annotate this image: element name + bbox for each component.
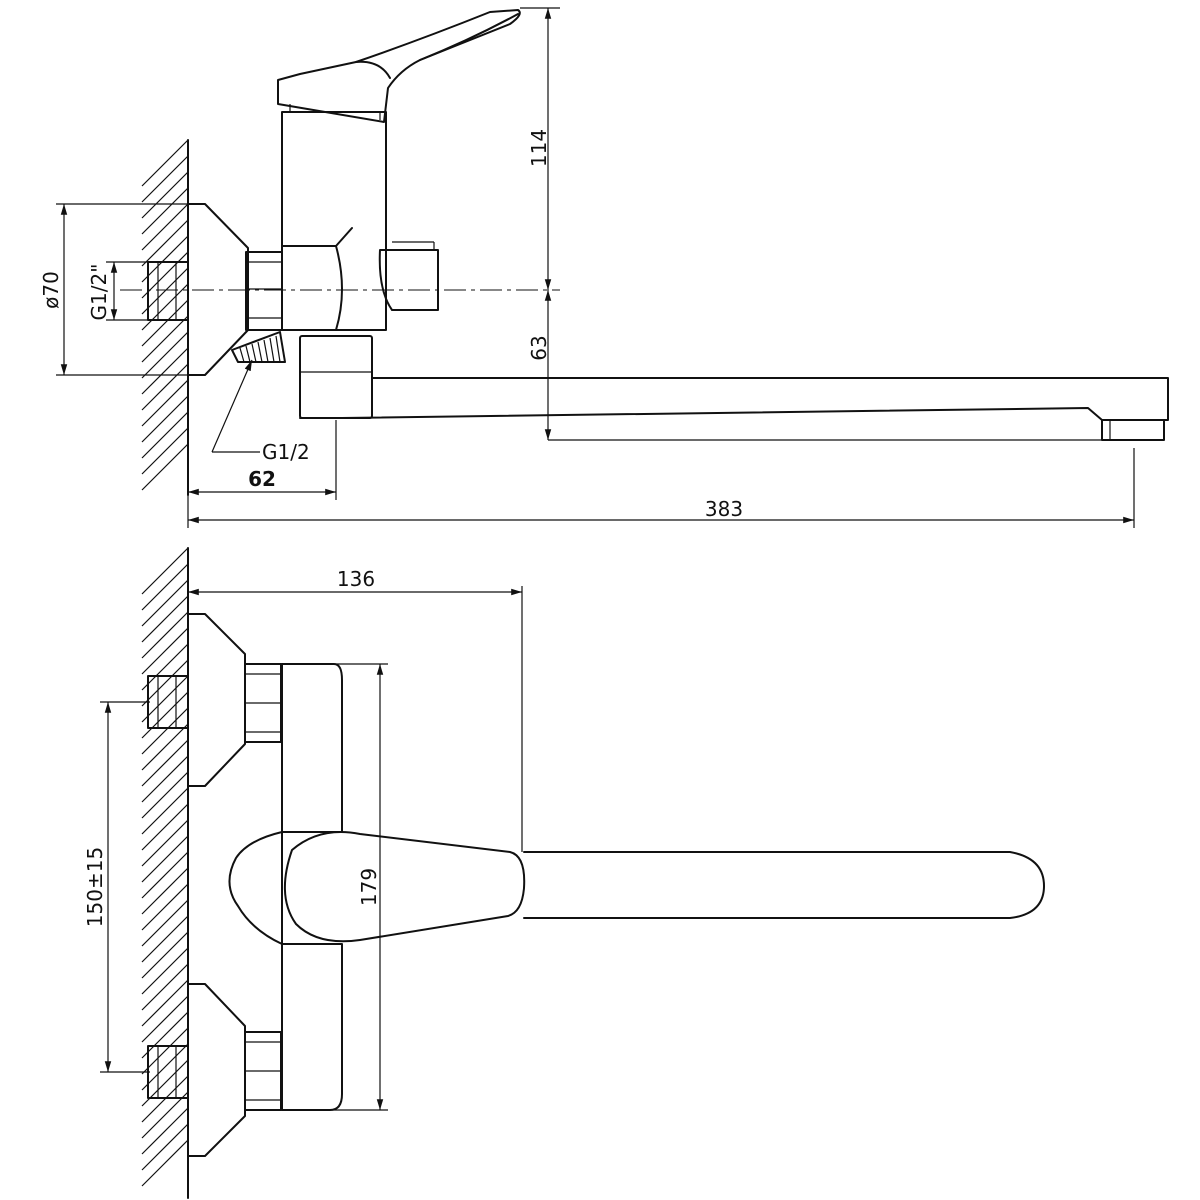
spout-swivel-side [299,335,373,419]
wall-hatching-top [141,547,189,1187]
dim-thread-outlet: G1/2 [262,440,310,464]
spout-side [299,377,1169,421]
spout-top [523,851,1045,919]
dim-width: 136 [337,567,375,591]
diverter-thread-side [231,331,286,363]
dim-centers: 150±15 [83,847,107,927]
aerator-side [1101,419,1165,441]
flange-upper-top [187,613,246,787]
dim-height-upper: 114 [527,129,551,167]
diverter-button-side [378,249,439,311]
dim-depth-body: 62 [248,467,276,491]
dim-thread-inlet: G1/2" [87,264,111,321]
flange-lower-top [187,983,246,1157]
wall-hatching-side [141,139,189,491]
dim-reach: 383 [705,497,743,521]
inlet-stub-lower [147,1045,189,1099]
lever-handle-top [283,831,526,943]
lever-handle-side [277,9,521,123]
dim-diameter: ø70 [39,271,63,309]
top-view: 136 179 150±15 [83,547,1045,1199]
mixer-body-top-lower [281,943,343,1111]
inlet-stub-upper [147,675,189,729]
mixer-body-top-upper [281,663,343,833]
inlet-stub-side [147,261,189,321]
mixer-body-side [281,111,387,331]
cartridge-boss-top [228,831,283,945]
dim-height-lower: 63 [527,335,551,360]
side-view: 114 63 ø70 G1/2" G1/2 62 383 [39,7,1169,528]
dim-body-height: 179 [357,868,381,906]
